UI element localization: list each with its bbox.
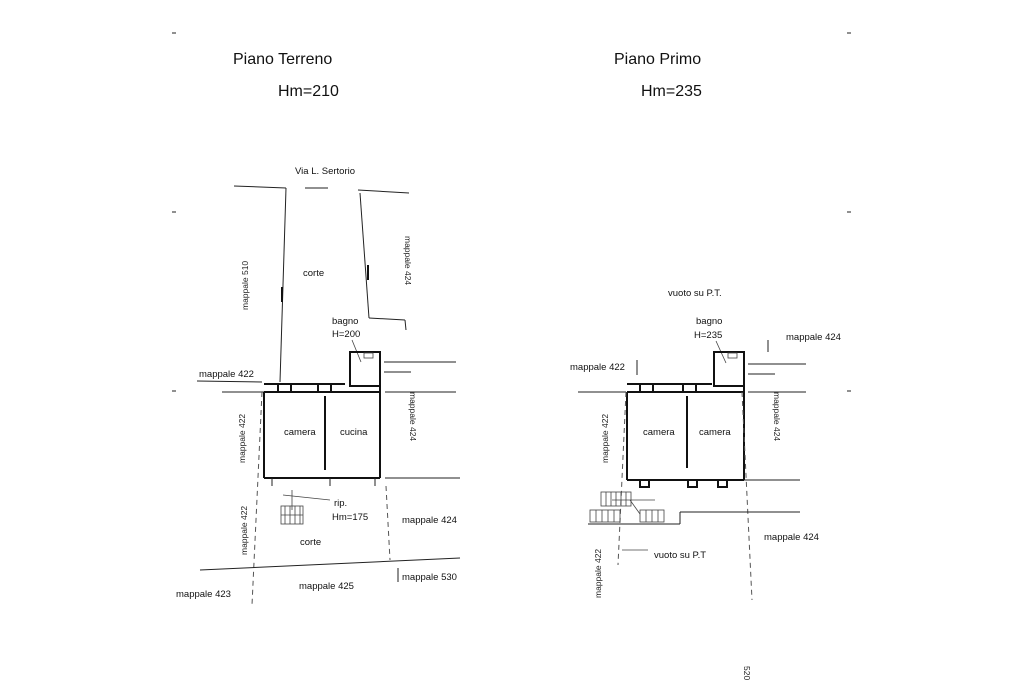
right-stairs-lower [589, 509, 621, 523]
left-mappale-424-right: mappale 424 [408, 392, 418, 441]
left-street-label: Via L. Sertorio [295, 166, 355, 177]
plan-piano-terreno: Piano Terreno Hm=210 Via L. Sertorio cor… [176, 51, 461, 606]
right-bagno-height: H=235 [694, 330, 722, 341]
right-mappale-424-right: mappale 424 [772, 392, 782, 441]
right-mappale-424-bottom: mappale 424 [764, 532, 819, 543]
left-bagno-room [349, 351, 381, 387]
left-corte-top: corte [303, 268, 324, 279]
left-mappale-422-lower: mappale 422 [239, 506, 249, 555]
left-mappale-510: mappale 510 [240, 261, 250, 310]
left-bagno-height: H=200 [332, 329, 360, 340]
left-mappale-530: mappale 530 [402, 572, 457, 583]
right-mappale-422-bottom: mappale 422 [593, 549, 603, 598]
left-plan-height: Hm=210 [278, 83, 339, 100]
right-camera-1: camera [643, 427, 675, 438]
right-boundary-west-dashed [617, 391, 627, 566]
left-cucina-label: cucina [340, 427, 368, 438]
sheet-marks [172, 32, 851, 392]
page-number: 520 [742, 666, 752, 680]
left-mappale-423: mappale 423 [176, 589, 231, 600]
right-plan-height: Hm=235 [641, 83, 702, 100]
right-mappale-422-h: mappale 422 [570, 362, 625, 373]
right-boundary-east-dashed [741, 391, 753, 601]
left-boundary-east-dashed [385, 485, 391, 561]
left-mappale-422-v: mappale 422 [237, 414, 247, 463]
right-mappale-424-top: mappale 424 [786, 332, 841, 343]
right-camera-2: camera [699, 427, 731, 438]
left-mappale-425: mappale 425 [299, 581, 354, 592]
right-vuoto-bottom: vuoto su P.T [654, 550, 706, 561]
left-plan-title: Piano Terreno [233, 51, 332, 68]
right-plan-title: Piano Primo [614, 51, 701, 68]
right-bagno-room [713, 351, 745, 387]
right-vuoto-top: vuoto su P.T. [668, 288, 722, 299]
right-bagno-label: bagno [696, 316, 722, 327]
corte-east-boundary [359, 192, 370, 319]
plan-piano-primo: Piano Primo Hm=235 vuoto su P.T. bagno H… [570, 51, 841, 601]
left-mappale-422-h: mappale 422 [199, 369, 254, 380]
left-mappale-424-lower: mappale 424 [402, 515, 457, 526]
corte-west-boundary [279, 187, 287, 383]
left-camera-label: camera [284, 427, 316, 438]
left-corte-bottom: corte [300, 537, 321, 548]
left-bagno-label: bagno [332, 316, 358, 327]
left-rip-label: rip. [334, 498, 347, 509]
left-mappale-424-top: mappale 424 [403, 236, 413, 285]
left-south-boundary [199, 557, 461, 571]
left-boundary-west-dashed [251, 391, 263, 606]
right-mappale-422-v: mappale 422 [600, 414, 610, 463]
street-line-left [233, 185, 287, 189]
left-rip-height: Hm=175 [332, 512, 368, 523]
